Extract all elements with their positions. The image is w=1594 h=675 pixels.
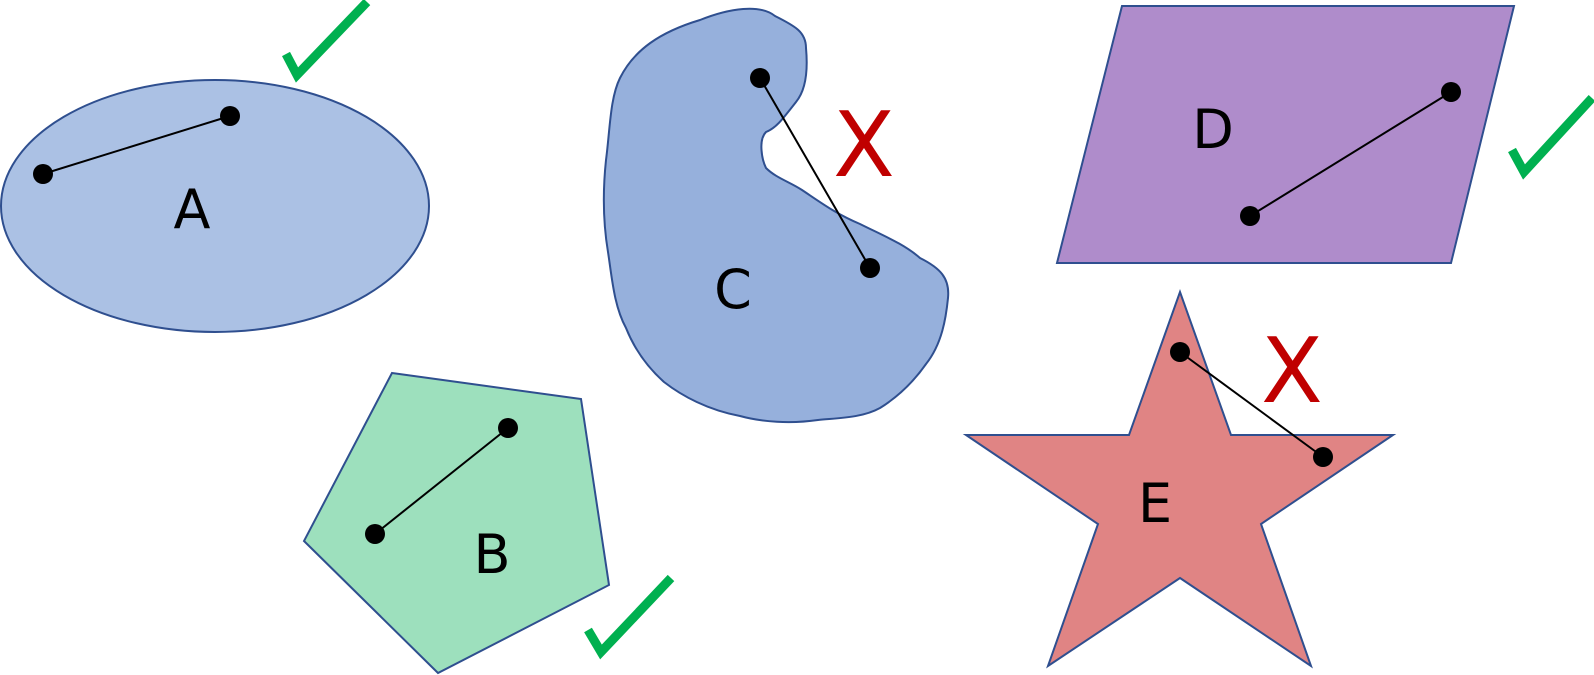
- shape-d-group: D: [1055, 5, 1516, 264]
- shape-a-label: A: [174, 178, 211, 241]
- shape-b-pentagon: [302, 371, 611, 675]
- shape-e-label: E: [1138, 472, 1172, 535]
- shape-e-endpoint-top: [1170, 342, 1190, 362]
- shape-e-star: [962, 289, 1397, 669]
- shape-a-endpoint-left: [33, 164, 53, 184]
- shape-c-label: C: [714, 258, 752, 321]
- shape-e-group: E: [962, 289, 1397, 669]
- shape-a-group: A: [0, 79, 430, 333]
- shape-d-endpoint-left: [1240, 206, 1260, 226]
- shape-c-endpoint-bottom: [860, 258, 880, 278]
- shape-d-endpoint-right: [1441, 82, 1461, 102]
- shape-b-segment: [374, 427, 509, 535]
- shape-d-parallelogram: [1055, 5, 1516, 264]
- shape-b-endpoint-right: [498, 418, 518, 438]
- shape-e-cross-mark: X: [1261, 319, 1323, 424]
- shape-b-group: B: [302, 371, 611, 675]
- shape-d-segment: [1249, 91, 1452, 217]
- shape-b-endpoint-left: [365, 524, 385, 544]
- check-icon: [282, 0, 371, 83]
- shape-e-endpoint-bottom: [1313, 447, 1333, 467]
- shape-a-ellipse: [0, 79, 430, 333]
- shape-a-endpoint-right: [220, 106, 240, 126]
- shape-e-segment: [1179, 351, 1324, 458]
- shape-c-group: C: [602, 7, 950, 424]
- shape-c-cross-mark: X: [833, 93, 895, 198]
- check-icon: [584, 574, 675, 660]
- check-icon: [1508, 94, 1594, 180]
- shape-c-endpoint-top: [750, 68, 770, 88]
- shape-a-segment: [42, 115, 231, 175]
- shape-b-label: B: [473, 523, 510, 586]
- shape-d-label: D: [1192, 98, 1234, 161]
- shape-c-blob: [602, 7, 950, 424]
- shape-c-segment: [759, 77, 871, 269]
